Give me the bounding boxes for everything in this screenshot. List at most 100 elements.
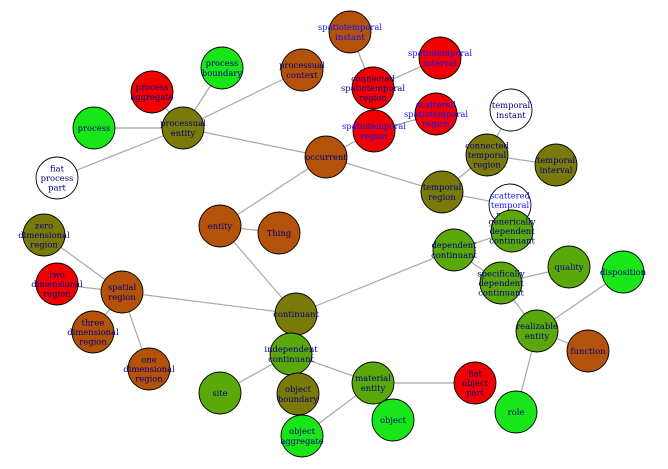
- node-circle: [490, 209, 534, 253]
- node-label-line: scattered: [416, 99, 457, 109]
- node-circle: [465, 133, 509, 177]
- node-label-line: processual: [160, 118, 206, 128]
- node-label-line: interval: [424, 58, 457, 68]
- node-circle: [127, 347, 171, 391]
- node-label-line: dependent: [489, 226, 535, 236]
- node-occurrent: occurrent: [304, 135, 348, 179]
- node-label-line: boundary: [278, 394, 319, 404]
- node-label-line: temporal: [423, 182, 462, 192]
- node-label-line: spatiotemporal: [408, 48, 472, 58]
- node-label-line: role: [508, 407, 525, 417]
- node-circle: [22, 213, 66, 257]
- node-label-line: site: [212, 388, 227, 398]
- node-circle: [489, 88, 533, 132]
- node-label-line: entity: [208, 221, 233, 231]
- node-circle: [601, 250, 645, 294]
- node-circle: [257, 211, 301, 255]
- node-label-line: temporal: [468, 150, 507, 160]
- node-circle: [198, 371, 242, 415]
- node-label: entity: [208, 221, 233, 231]
- node-label-line: connected: [351, 73, 395, 83]
- node-circle: [534, 143, 578, 187]
- node-circle: [280, 48, 324, 92]
- edge-processual_entity-processual_context: [182, 69, 303, 129]
- node-object: object: [371, 398, 415, 442]
- node-circle: [494, 390, 538, 434]
- node-label: object: [380, 415, 407, 425]
- node-label-line: entity: [525, 331, 550, 341]
- node-circle: [351, 361, 395, 405]
- node-circle: [432, 228, 476, 272]
- node-label-line: object: [462, 378, 489, 388]
- node-circle: [547, 245, 591, 289]
- node-circle: [420, 170, 464, 214]
- node-label-line: three: [82, 317, 105, 327]
- node-label-line: function: [570, 346, 606, 356]
- node-label-line: spatiotemporal: [318, 22, 382, 32]
- edge-processual_entity-fiat_process_part: [56, 127, 184, 179]
- node-label-line: process: [206, 58, 239, 68]
- node-circle: [100, 270, 144, 314]
- node-thing: Thing: [257, 211, 301, 255]
- node-label: role: [508, 407, 525, 417]
- node-label-line: spatiotemporal: [342, 121, 406, 131]
- node-label-line: continuant: [478, 288, 524, 298]
- node-label-line: aggregate: [280, 436, 323, 446]
- node-label-line: dimensional: [31, 279, 83, 289]
- node-label-line: region: [422, 119, 450, 129]
- node-label: site: [212, 388, 227, 398]
- node-label-line: region: [43, 289, 71, 299]
- node-label-line: context: [286, 70, 318, 80]
- node-label-line: interval: [540, 165, 573, 175]
- node-label-line: entity: [361, 383, 386, 393]
- node-label-line: connected: [465, 140, 509, 150]
- node-circle: [161, 106, 205, 150]
- node-circle: [371, 398, 415, 442]
- node-circle: [418, 36, 462, 80]
- node-label-line: dimensional: [18, 230, 70, 240]
- node-label: continuant: [273, 309, 319, 319]
- node-label-line: continuant: [431, 250, 477, 260]
- node-label-line: dependent: [431, 240, 477, 250]
- node-label-line: region: [108, 292, 136, 302]
- node-label: occurrent: [305, 152, 347, 162]
- node-label: function: [570, 346, 606, 356]
- node-circle: [328, 10, 372, 54]
- node-circle: [479, 261, 523, 305]
- node-label-line: spatial: [108, 282, 137, 292]
- node-circle: [414, 92, 458, 136]
- node-circle: [200, 46, 244, 90]
- node-label-line: object: [380, 415, 407, 425]
- node-label: disposition: [600, 267, 647, 277]
- node-label-line: part: [466, 388, 484, 398]
- node-label-line: occurrent: [305, 152, 347, 162]
- node-label: quality: [554, 262, 583, 272]
